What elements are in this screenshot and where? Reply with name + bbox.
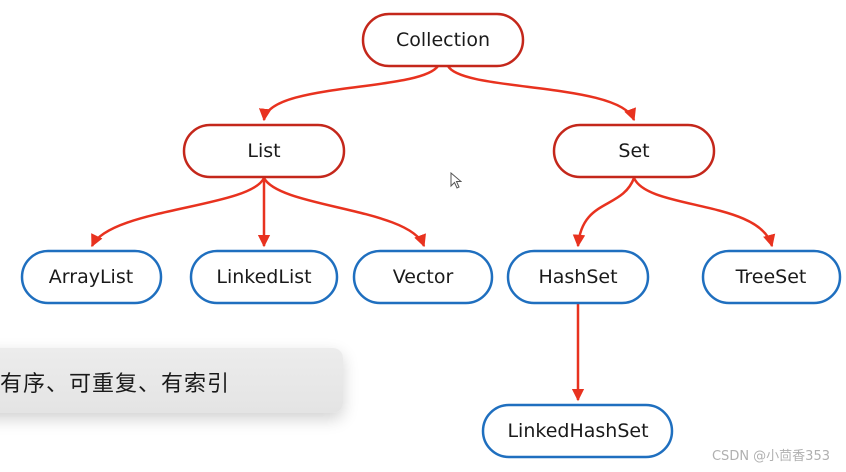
node-list: List [182, 123, 346, 179]
watermark: CSDN @小茴香353 [711, 449, 830, 464]
node-vector-label: Vector [393, 266, 454, 288]
list-traits-text: 有序、可重复、有索引 [0, 372, 231, 397]
node-set: Set [552, 123, 716, 179]
node-hashset: HashSet [506, 249, 650, 305]
node-treeset: TreeSet [701, 249, 842, 305]
node-collection: Collection [361, 12, 525, 68]
edge-collection-set [446, 65, 636, 122]
node-treeset-label: TreeSet [735, 266, 807, 288]
node-hashset-label: HashSet [538, 266, 617, 288]
node-vector: Vector [352, 249, 494, 305]
edge-set-hashset [572, 177, 636, 248]
node-collection-label: Collection [396, 29, 490, 51]
node-linkedlist: LinkedList [189, 249, 339, 305]
node-set-label: Set [618, 140, 649, 162]
edge-collection-list [259, 65, 440, 122]
node-linkedlist-label: LinkedList [216, 266, 311, 288]
edge-list-vector [262, 177, 426, 248]
edge-list-arraylist [90, 177, 266, 248]
edge-set-treeset [632, 177, 776, 248]
node-linkedhashset: LinkedHashSet [481, 403, 674, 459]
list-traits-callout [0, 348, 343, 413]
node-arraylist-label: ArrayList [49, 266, 133, 288]
node-list-label: List [247, 140, 280, 162]
mouse-pointer-icon [450, 172, 462, 189]
node-arraylist: ArrayList [20, 249, 163, 305]
edges [90, 65, 776, 402]
node-linkedhashset-label: LinkedHashSet [507, 420, 648, 442]
